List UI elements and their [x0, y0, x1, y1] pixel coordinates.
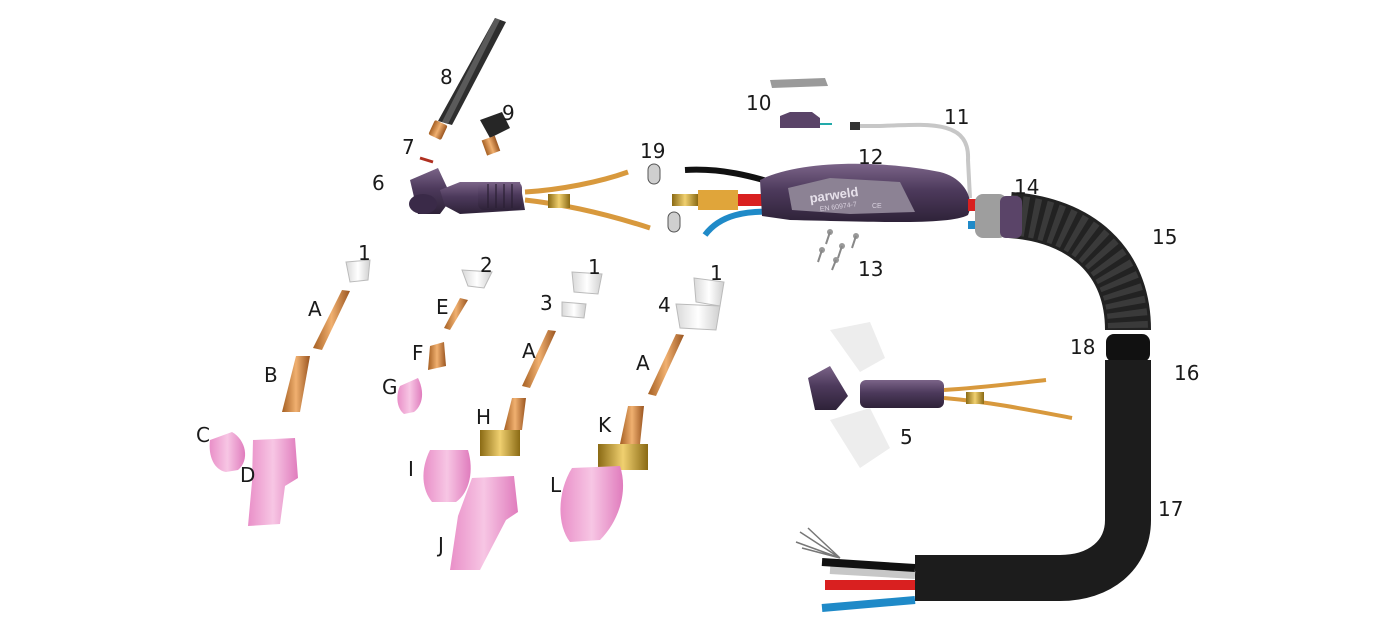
callout-18: 18: [1070, 335, 1095, 359]
callout-1-set1: 1: [358, 241, 371, 265]
consumable-set-2: [397, 269, 493, 414]
callout-2: 2: [480, 253, 493, 277]
callout-7: 7: [402, 135, 415, 159]
callout-I: I: [408, 457, 414, 481]
ce-mark: CE: [872, 203, 882, 210]
callout-9: 9: [502, 101, 515, 125]
alternate-head-5: [808, 322, 1073, 468]
callout-C: C: [196, 423, 210, 447]
back-cap-long-8: [428, 18, 506, 140]
handle-12: parweld EN 60974-7 CE: [760, 163, 971, 223]
callout-1-set4: 1: [710, 261, 723, 285]
callout-3: 3: [540, 291, 553, 315]
o-ring-7: [419, 156, 434, 164]
rubber-sleeve-16: [915, 360, 1151, 601]
consumable-set-3: [423, 271, 603, 570]
switch-parts-10: [770, 78, 832, 128]
callout-6: 6: [372, 171, 385, 195]
callout-4: 4: [658, 293, 671, 317]
switch-cable-11: [850, 122, 972, 199]
callout-19: 19: [640, 139, 665, 163]
callout-J: J: [436, 533, 444, 557]
callout-D: D: [240, 463, 255, 487]
cable-end-17: [795, 527, 916, 612]
callout-14: 14: [1014, 175, 1039, 199]
callout-H: H: [476, 405, 491, 429]
callout-17: 17: [1158, 497, 1183, 521]
callout-16: 16: [1174, 361, 1199, 385]
callout-B: B: [264, 363, 278, 387]
callout-A-set4: A: [636, 351, 650, 375]
callout-8: 8: [440, 65, 453, 89]
consumable-set-4: [560, 277, 725, 542]
callout-A-set3: A: [522, 339, 536, 363]
callout-K: K: [598, 413, 612, 437]
callout-12: 12: [858, 145, 883, 169]
callout-L: L: [550, 473, 562, 497]
callout-E: E: [436, 295, 449, 319]
brand-text: parweld: [809, 184, 860, 206]
callout-13: 13: [858, 257, 883, 281]
sleeve-joint-18: [1106, 334, 1150, 362]
back-cap-short-9: [480, 112, 510, 156]
callout-5: 5: [900, 425, 913, 449]
torch-head-6: [409, 168, 651, 231]
callout-15: 15: [1152, 225, 1177, 249]
callout-F: F: [412, 341, 424, 365]
callout-1-set3: 1: [588, 255, 601, 279]
clamp-19: [647, 163, 681, 233]
nut-14: [975, 194, 1022, 238]
callout-G: G: [382, 375, 398, 399]
screws-13: [817, 229, 859, 271]
callout-11: 11: [944, 105, 969, 129]
callout-10: 10: [746, 91, 771, 115]
callout-A-set1: A: [308, 297, 322, 321]
consumable-set-1: [209, 259, 371, 526]
